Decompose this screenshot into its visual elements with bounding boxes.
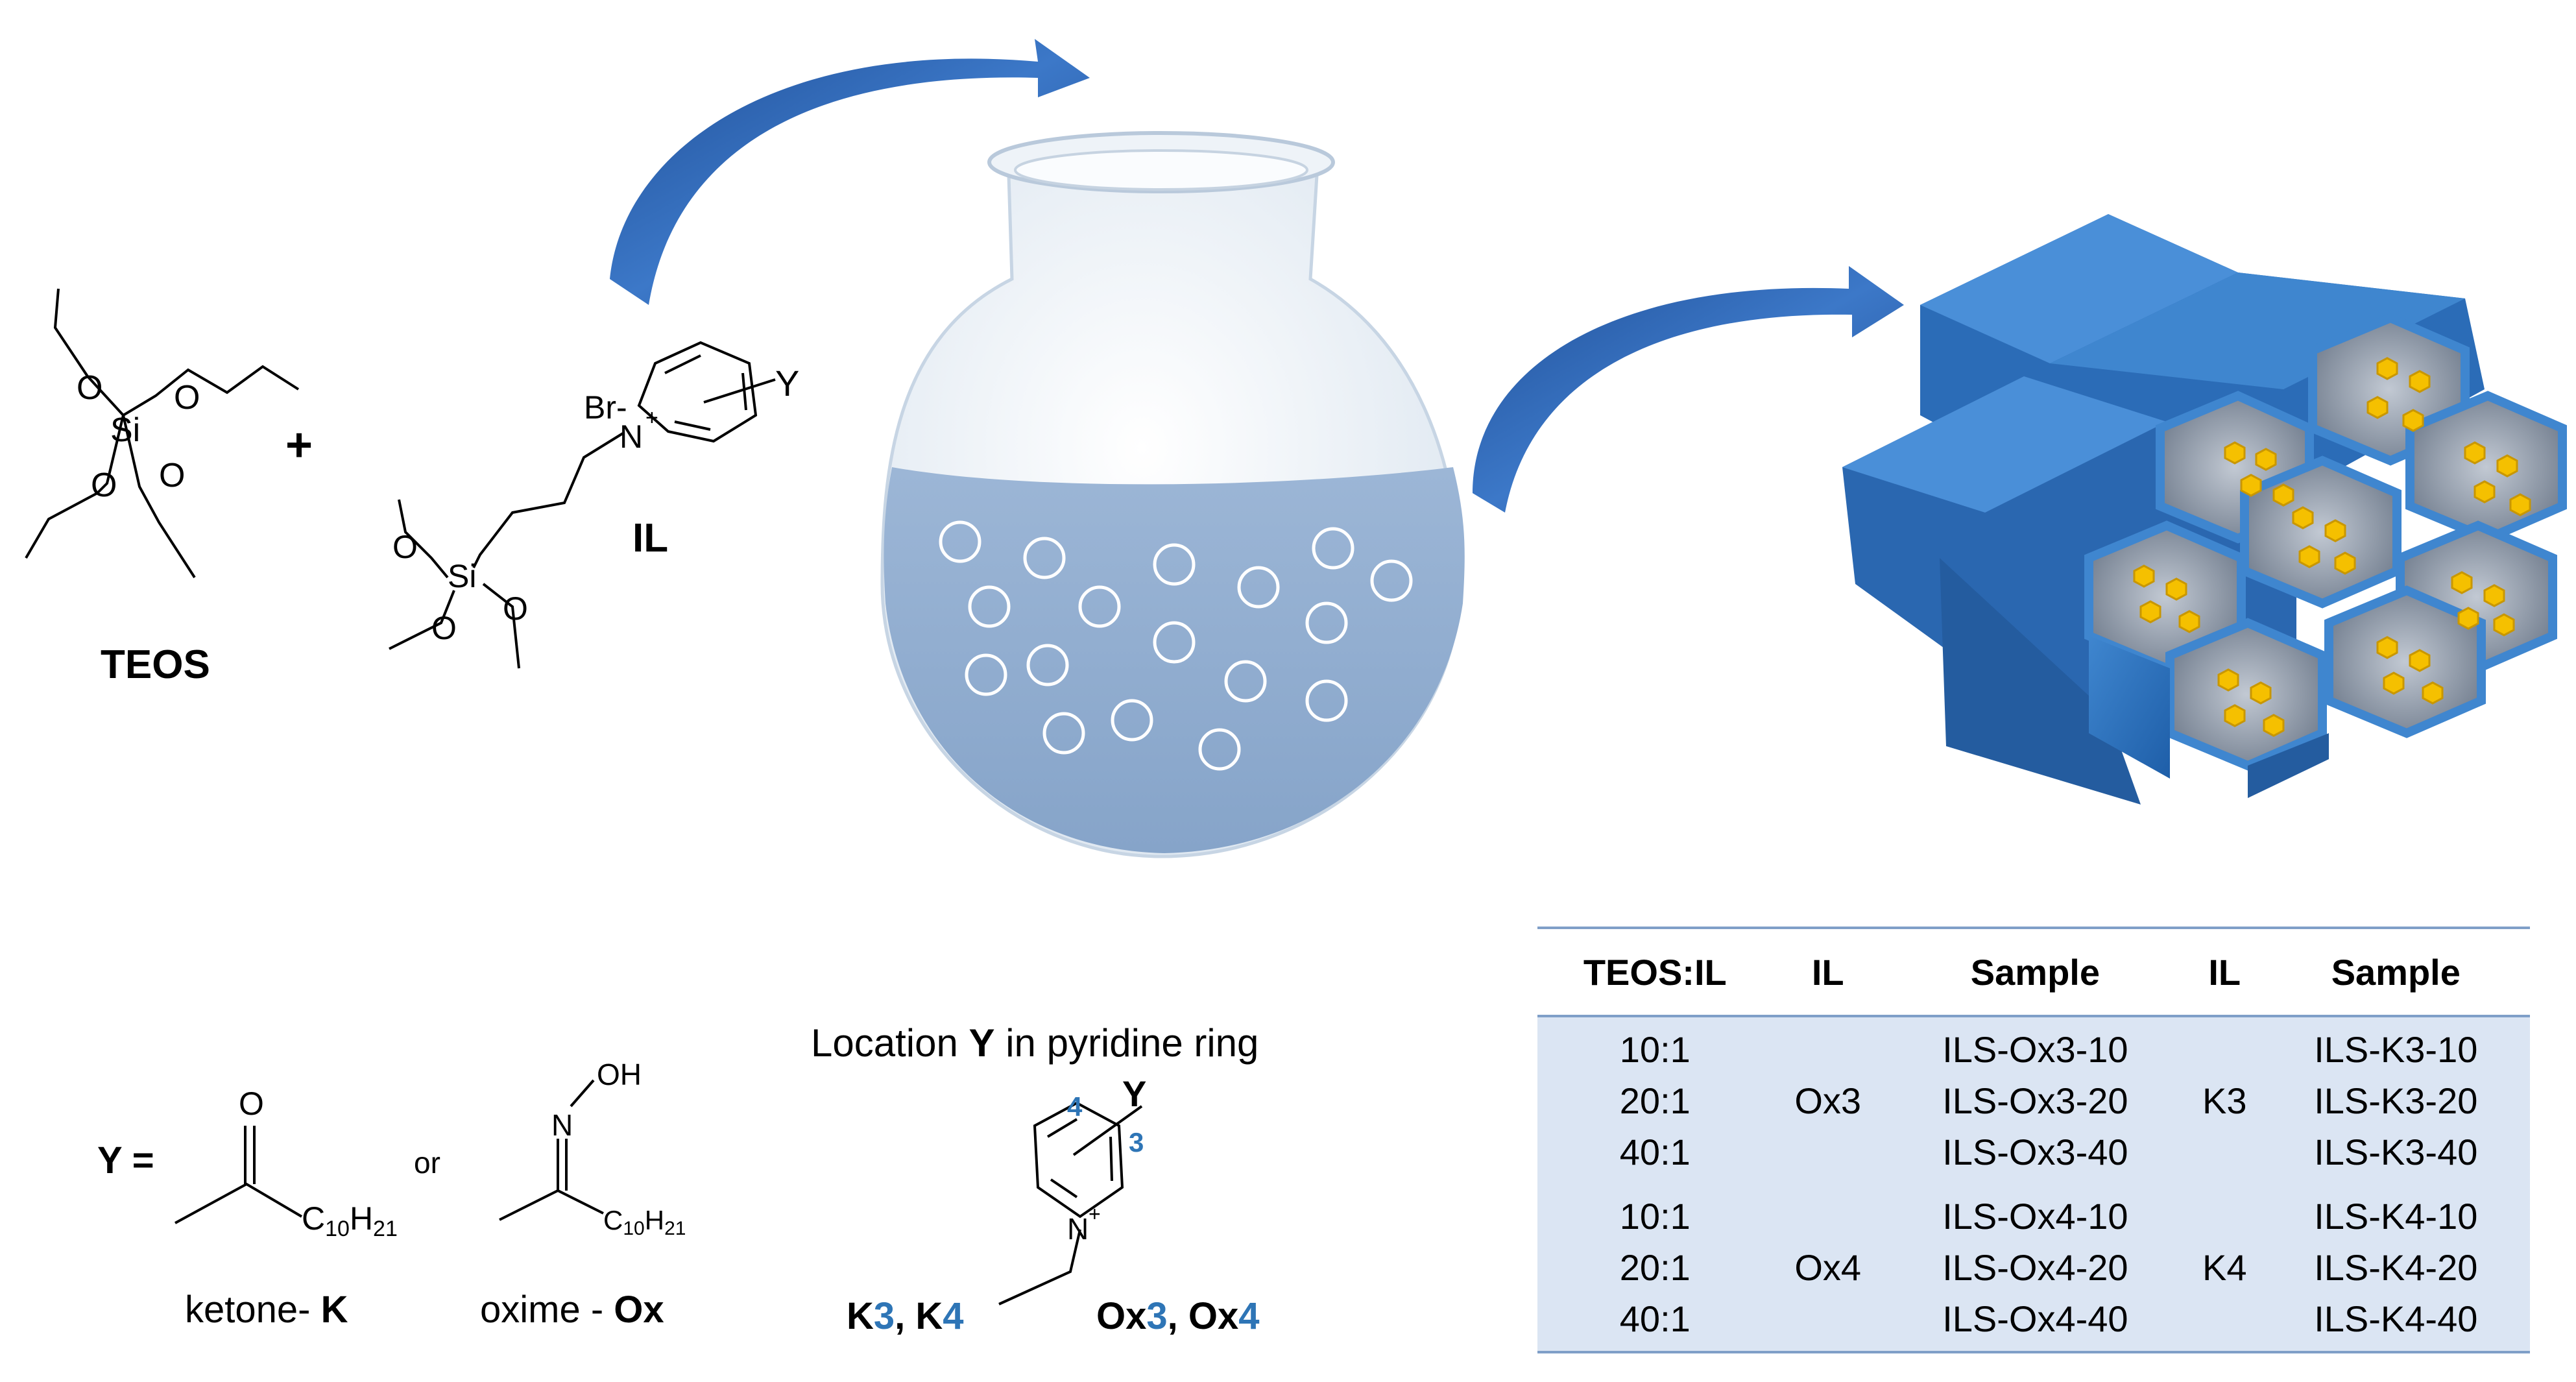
header-il-a: IL	[1772, 927, 1883, 1017]
y-equals-label: Y =	[97, 1139, 154, 1182]
position-3-label: 3	[1129, 1127, 1144, 1158]
header-teos-il: TEOS:IL	[1537, 927, 1773, 1017]
il-atom-n: N	[620, 418, 643, 455]
ketone-structure	[175, 1126, 303, 1224]
teos-atom-o3: O	[91, 467, 117, 504]
oxime-caption: oxime - Ox	[480, 1289, 664, 1331]
ring-n-label: N	[1067, 1212, 1089, 1246]
il-cell: Ox3	[1772, 1016, 1883, 1184]
il-atom-y: Y	[775, 363, 799, 404]
ring-y-label: Y	[1122, 1073, 1146, 1114]
plus-sign: +	[285, 419, 313, 471]
k-series-label: K3, K4	[847, 1295, 964, 1337]
il-label: IL	[632, 516, 668, 561]
oxime-atom-n: N	[551, 1108, 573, 1142]
ketone-atom-o: O	[239, 1085, 264, 1122]
il-atom-plus: +	[645, 406, 658, 430]
pyridine-position-structure	[998, 1101, 1143, 1305]
ketone-caption: ketone- K	[185, 1289, 348, 1331]
il-atom-o1: O	[392, 529, 418, 565]
table-header-row: TEOS:IL IL Sample IL Sample	[1537, 927, 2530, 1017]
arrow-to-flask	[610, 39, 1090, 305]
il-cell: Ox4	[1772, 1184, 1883, 1353]
teos-atom-o1: O	[77, 369, 102, 407]
header-sample-b: Sample	[2261, 927, 2530, 1017]
position-4-label: 4	[1067, 1091, 1083, 1122]
arrow-to-silica	[1473, 266, 1904, 513]
il-structure	[389, 341, 776, 669]
teos-structure	[25, 288, 300, 579]
teos-atom-o4: O	[159, 457, 185, 494]
il-atom-br: Br-	[584, 389, 627, 426]
location-title: Location Y in pyridine ring	[811, 1021, 1258, 1065]
ox-series-label: Ox3, Ox4	[1096, 1295, 1260, 1337]
oxime-structure	[499, 1079, 604, 1221]
or-label: or	[414, 1146, 440, 1180]
pore-face	[2405, 391, 2567, 544]
header-il-b: IL	[2187, 927, 2262, 1017]
teos-label: TEOS	[101, 642, 210, 687]
pore-face	[2324, 585, 2486, 738]
il-atom-si: Si	[448, 558, 476, 594]
mesoporous-silica	[1842, 214, 2567, 805]
ring-charge: +	[1089, 1202, 1101, 1226]
ketone-c10h21: C10H21	[302, 1200, 398, 1241]
il-atom-o3: O	[503, 590, 528, 627]
header-sample-a: Sample	[1883, 927, 2187, 1017]
reaction-flask	[880, 131, 1465, 858]
teos-atom-o2: O	[174, 379, 200, 417]
il-atom-o2: O	[431, 610, 457, 646]
il-cell: K4	[2187, 1184, 2262, 1353]
pore-face	[2240, 455, 2401, 609]
il-cell: K3	[2187, 1016, 2262, 1184]
teos-atom-si: Si	[110, 411, 140, 449]
oxime-c10h21: C10H21	[603, 1205, 686, 1239]
pore-face	[2165, 618, 2327, 771]
oxime-atom-oh: OH	[597, 1058, 642, 1091]
